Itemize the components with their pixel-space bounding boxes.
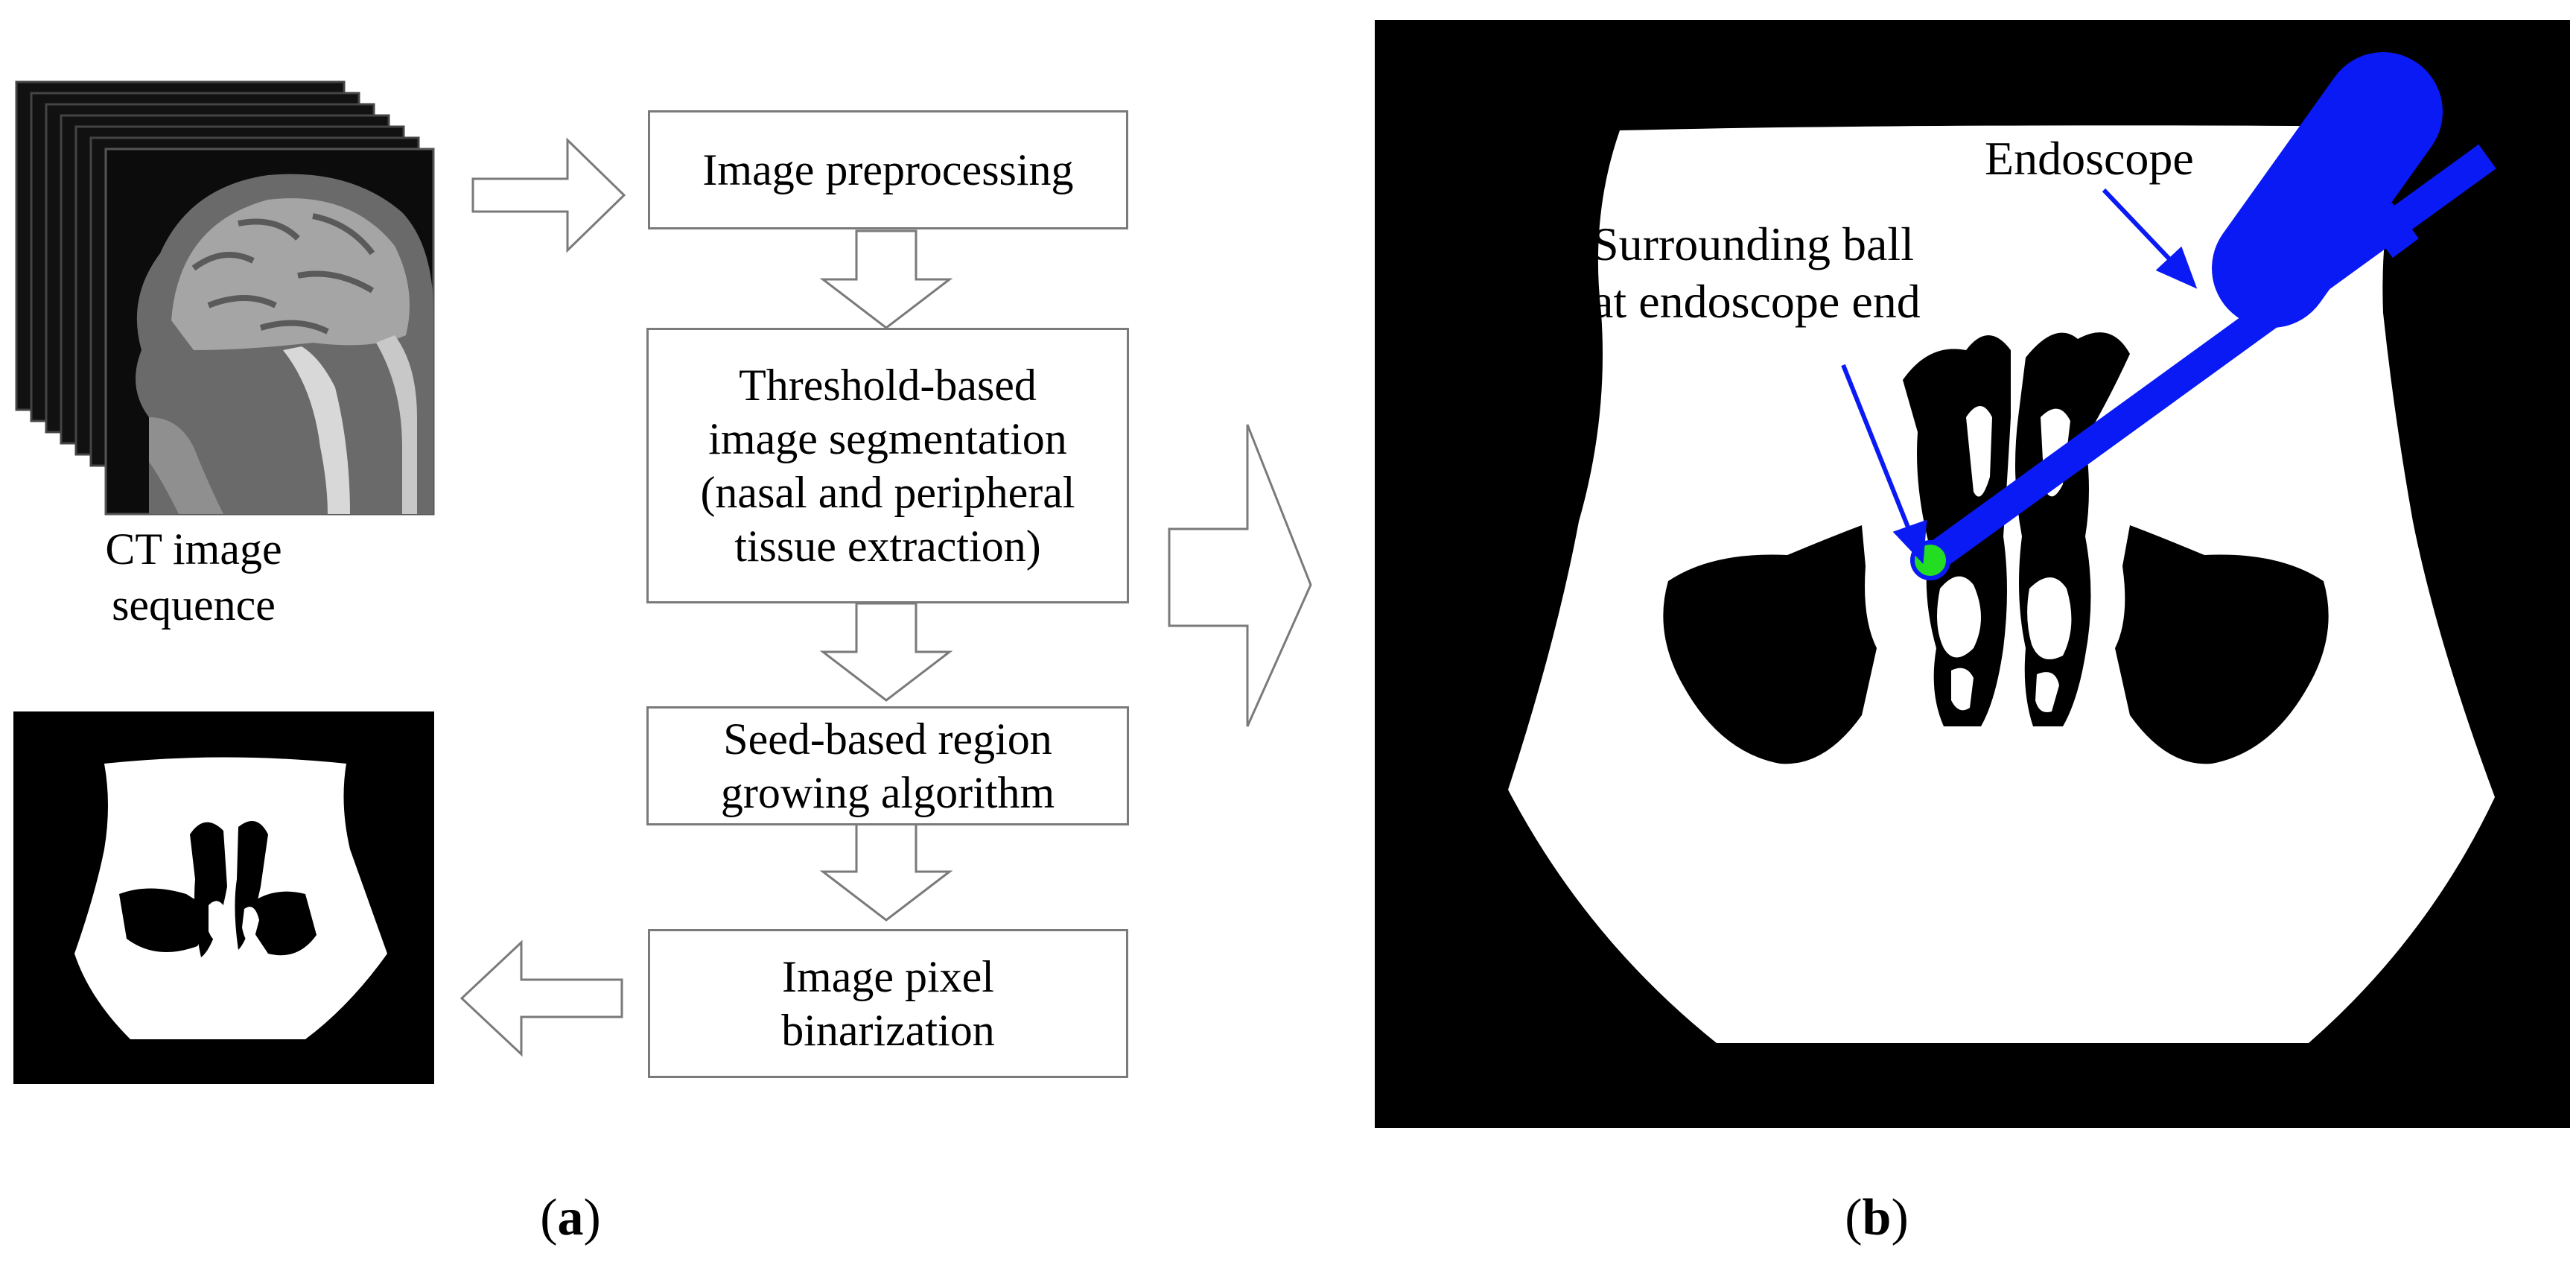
step-threshold-line-4: tissue extraction) — [734, 522, 1041, 571]
step-image-preprocessing: Image preprocessing — [648, 110, 1128, 229]
endoscope-label: Endoscope — [1985, 132, 2194, 185]
step-region-growing: Seed-based region growing algorithm — [646, 706, 1129, 825]
binarized-sinus-small — [13, 711, 434, 1084]
flow-arrows — [459, 137, 1312, 1057]
ct-caption-line-1: CT image — [105, 524, 282, 574]
ct-caption: CT image sequence — [45, 522, 343, 633]
step-threshold-line-2: image segmentation — [708, 414, 1067, 463]
step-binarization-line-1: Image pixel — [782, 952, 994, 1001]
annotation-arrows — [1841, 188, 2198, 564]
step-region-growing-line-2: growing algorithm — [720, 768, 1055, 817]
ct-caption-line-2: sequence — [112, 580, 276, 630]
step-pixel-binarization: Image pixel binarization — [648, 929, 1128, 1078]
step-threshold-line-3: (nasal and peripheral — [700, 468, 1075, 517]
endoscope — [1921, 52, 2496, 573]
step-region-growing-line-1: Seed-based region — [723, 714, 1052, 764]
mri-head-slice — [136, 174, 433, 515]
step-image-preprocessing-label: Image preprocessing — [702, 145, 1074, 194]
step-threshold-segmentation: Threshold-based image segmentation (nasa… — [646, 328, 1129, 603]
step-threshold-line-1: Threshold-based — [739, 361, 1037, 410]
surrounding-ball-label-line-1: Surrounding ball — [1592, 218, 1914, 270]
step-binarization-line-2: binarization — [781, 1006, 995, 1055]
panel-label-b: (b) — [1845, 1189, 1909, 1246]
surrounding-ball-label-line-2: at endoscope end — [1592, 274, 1921, 328]
surrounding-ball-label: Surrounding ball at endoscope end — [1592, 216, 1921, 331]
panel-label-a: (a) — [540, 1189, 601, 1246]
